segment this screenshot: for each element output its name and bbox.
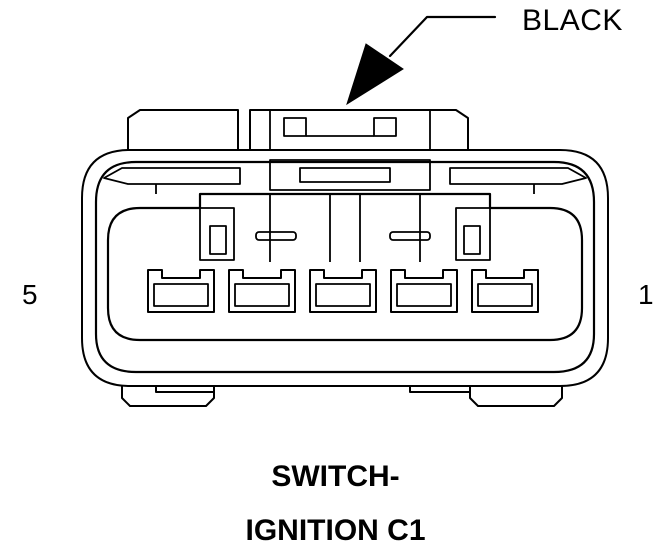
pin-cavity [390, 269, 458, 313]
color-callout-label: BLACK [522, 4, 623, 37]
connector-body-outer [81, 149, 609, 387]
connector-name-line-1: SWITCH- [271, 460, 400, 493]
pin-cavity [309, 269, 377, 313]
pin-cavity [147, 269, 215, 313]
pin-number-left: 5 [22, 279, 38, 310]
pin-terminals [147, 269, 539, 313]
connector-body-rim [94, 160, 596, 374]
callout-leader [346, 15, 497, 106]
locking-features [199, 194, 491, 262]
terminal-cavity [106, 192, 584, 342]
upper-band [103, 159, 587, 194]
pin-cavity [471, 269, 539, 313]
pin-number-right: 1 [638, 279, 654, 310]
callout-arrowhead [346, 43, 404, 106]
connector-name-line-2: IGNITION C1 [245, 514, 426, 547]
pin-cavity [228, 269, 296, 313]
